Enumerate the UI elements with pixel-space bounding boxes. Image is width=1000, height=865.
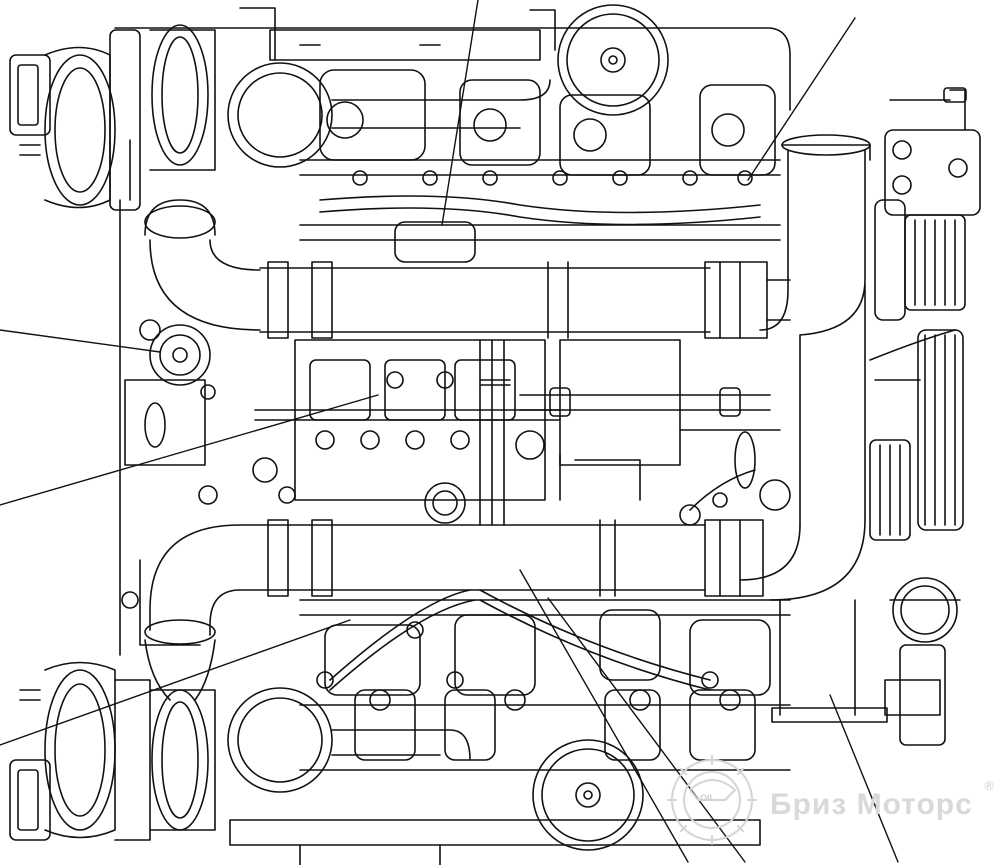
lower-pulley bbox=[532, 739, 644, 851]
right-vertical-elbow bbox=[739, 134, 888, 723]
watermark-logo bbox=[667, 755, 757, 845]
block-outline bbox=[114, 7, 791, 865]
upper-intake-pipe bbox=[259, 261, 791, 339]
watermark-text: Бриз Моторс bbox=[770, 788, 973, 821]
right-accessory-drive bbox=[869, 87, 981, 746]
registered-mark: ® bbox=[983, 779, 995, 793]
upper-left-elbow-pipe bbox=[144, 199, 261, 331]
lower-left-round-intake bbox=[227, 687, 471, 793]
upper-pulley bbox=[557, 4, 669, 116]
lower-left-elbow bbox=[121, 524, 241, 701]
lower-cylinder-row bbox=[299, 589, 791, 771]
leader-lines bbox=[0, 0, 899, 863]
lower-intake-pipe bbox=[239, 519, 764, 597]
central-block-detail bbox=[254, 339, 791, 526]
turbo-bottom-left bbox=[9, 661, 216, 841]
watermark-logo-text: OIL bbox=[700, 793, 715, 803]
upper-left-round-intake bbox=[227, 62, 551, 168]
upper-cylinder-row bbox=[299, 69, 781, 263]
left-side-pump bbox=[124, 319, 296, 505]
turbo-top-left bbox=[9, 24, 216, 211]
